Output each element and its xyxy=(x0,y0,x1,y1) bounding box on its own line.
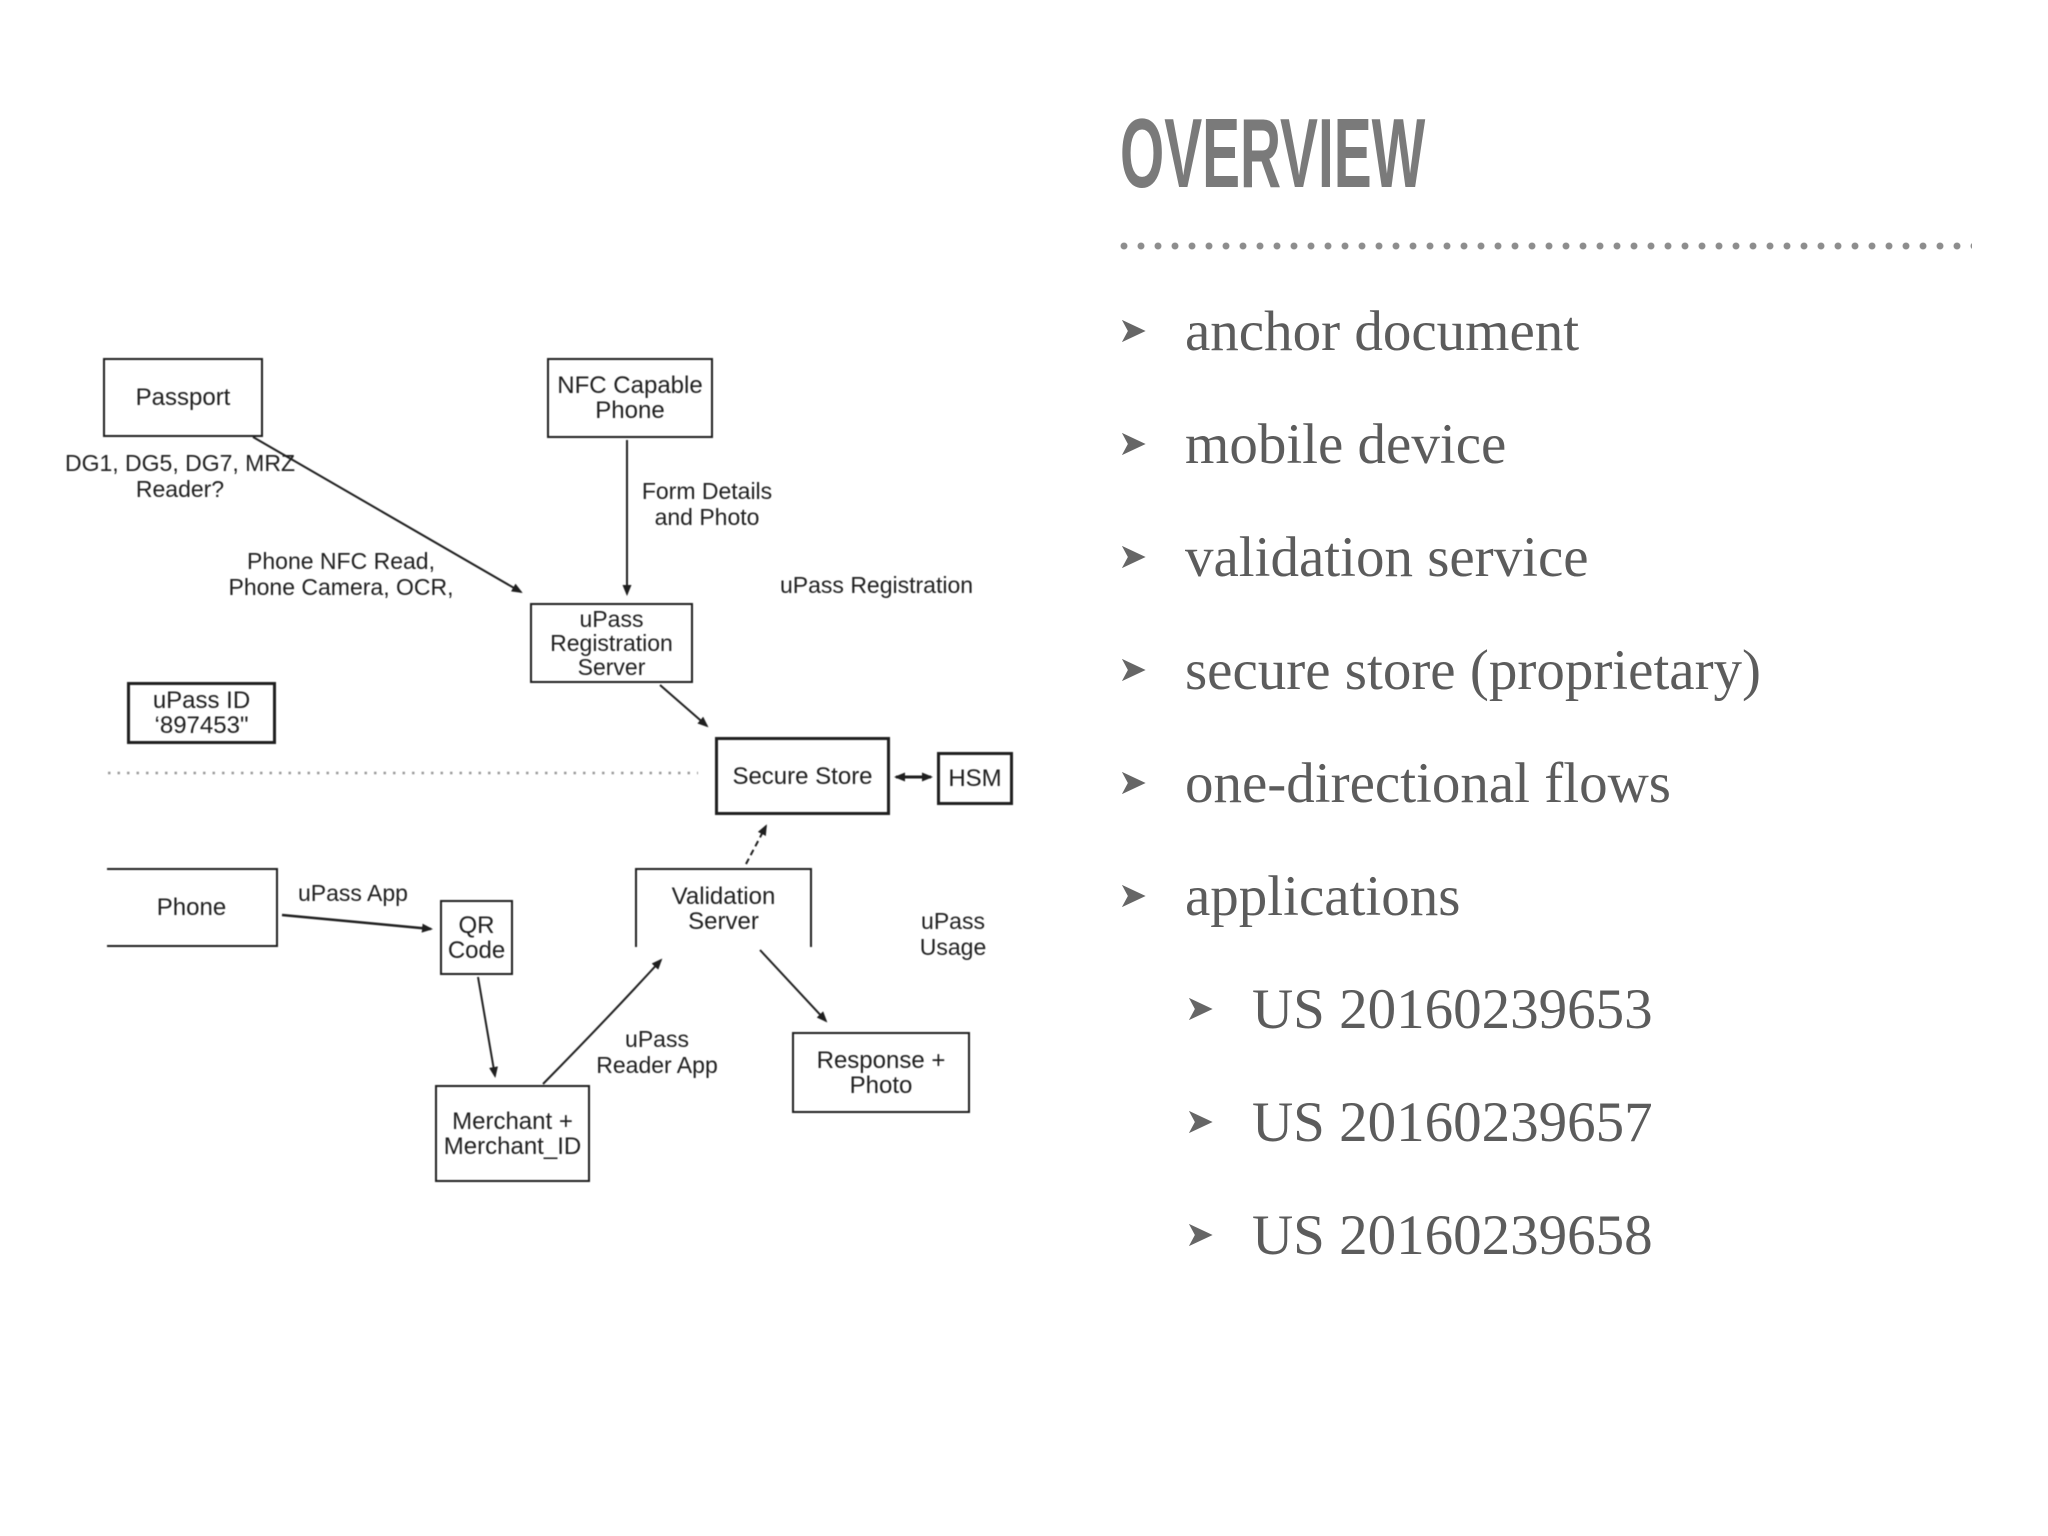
arrow-bullet-icon: ➤ xyxy=(1118,876,1148,916)
passport-box: Passport xyxy=(103,358,263,437)
upass-app-label: uPass App xyxy=(298,880,408,906)
arrow-bullet-icon: ➤ xyxy=(1118,650,1148,690)
list-item: ➤ secure store (proprietary) xyxy=(1118,614,2018,727)
list-item-label: mobile device xyxy=(1185,413,1507,476)
list-item: ➤ applications xyxy=(1118,840,2018,953)
response-photo-box: Response + Photo xyxy=(792,1032,970,1113)
arrow-bullet-icon: ➤ xyxy=(1118,424,1148,464)
list-item-label: anchor document xyxy=(1185,300,1580,363)
list-item: ➤ anchor document xyxy=(1118,275,2018,388)
list-item-label: one-directional flows xyxy=(1185,752,1671,815)
list-item-label: validation service xyxy=(1185,526,1589,589)
phone-box: Phone xyxy=(107,868,278,947)
upass-flow-diagram: Passport NFC Capable Phone uPass Registr… xyxy=(0,0,1100,1300)
list-item-label: secure store (proprietary) xyxy=(1185,639,1762,702)
arrow-validation-server-to-secure-store xyxy=(745,824,767,865)
upass-id-box: uPass ID ‘897453" xyxy=(127,682,276,744)
list-item: ➤ mobile device xyxy=(1118,388,2018,501)
list-item-label: US 20160239658 xyxy=(1252,1204,1653,1267)
capture-methods-label: Phone NFC Read, Phone Camera, OCR, xyxy=(228,548,454,600)
upass-reader-app-label: uPass Reader App xyxy=(596,1026,718,1078)
upass-id-box-label: uPass ID ‘897453" xyxy=(152,687,251,739)
registration-server-box-label: uPass Registration Server xyxy=(550,606,673,680)
diagram-connectors xyxy=(108,436,933,1085)
list-item-sub: ➤ US 20160239658 xyxy=(1185,1179,2018,1292)
arrow-phone-to-qr-code xyxy=(281,913,433,933)
phone-box-label: Phone xyxy=(156,894,227,921)
arrow-validation-server-to-response xyxy=(759,949,828,1023)
title-dotted-rule xyxy=(1120,241,1972,251)
qr-code-box: QR Code xyxy=(440,900,513,975)
arrow-passport-to-registration-server xyxy=(252,436,523,594)
list-item: ➤ one-directional flows xyxy=(1118,727,2018,840)
merchant-box: Merchant + Merchant_ID xyxy=(435,1085,590,1182)
arrow-bullet-icon: ➤ xyxy=(1118,763,1148,803)
hsm-box: HSM xyxy=(937,752,1013,805)
list-item-label: applications xyxy=(1185,865,1461,928)
upass-usage-label: uPass Usage xyxy=(919,908,987,960)
overview-bullet-list: ➤ anchor document ➤ mobile device ➤ vali… xyxy=(1118,275,2018,1292)
secure-store-box-label: Secure Store xyxy=(732,762,873,790)
merchant-box-label: Merchant + Merchant_ID xyxy=(443,1107,582,1160)
list-item-label: US 20160239653 xyxy=(1252,978,1653,1041)
arrow-registration-server-to-secure-store xyxy=(659,684,709,728)
arrow-qr-code-to-merchant xyxy=(477,976,498,1078)
list-item: ➤ validation service xyxy=(1118,501,2018,614)
upass-registration-label: uPass Registration xyxy=(780,572,974,598)
nfc-phone-box-label: NFC Capable Phone xyxy=(557,372,703,424)
nfc-phone-box: NFC Capable Phone xyxy=(547,358,713,438)
list-item-sub: ➤ US 20160239653 xyxy=(1185,953,2018,1066)
validation-server-box-label: Validation Server xyxy=(671,882,776,935)
arrow-bullet-icon: ➤ xyxy=(1118,311,1148,351)
datagroups-label: DG1, DG5, DG7, MRZ Reader? xyxy=(64,450,296,502)
response-photo-box-label: Response + Photo xyxy=(816,1046,946,1099)
hsm-box-label: HSM xyxy=(948,765,1002,792)
list-item-sub: ➤ US 20160239657 xyxy=(1185,1066,2018,1179)
list-item-label: US 20160239657 xyxy=(1252,1091,1653,1154)
arrow-bullet-icon: ➤ xyxy=(1185,1215,1215,1255)
arrow-bullet-icon: ➤ xyxy=(1185,989,1215,1029)
validation-server-box: Validation Server xyxy=(635,868,812,947)
passport-box-label: Passport xyxy=(135,384,231,411)
registration-server-box: uPass Registration Server xyxy=(530,603,693,683)
qr-code-box-label: QR Code xyxy=(447,911,506,964)
arrow-merchant-to-validation-server xyxy=(542,958,663,1085)
form-details-label: Form Details and Photo xyxy=(641,478,773,530)
arrow-bullet-icon: ➤ xyxy=(1118,537,1148,577)
arrow-bullet-icon: ➤ xyxy=(1185,1102,1215,1142)
secure-store-box: Secure Store xyxy=(715,737,890,815)
page-title: OVERVIEW xyxy=(1120,98,1426,208)
